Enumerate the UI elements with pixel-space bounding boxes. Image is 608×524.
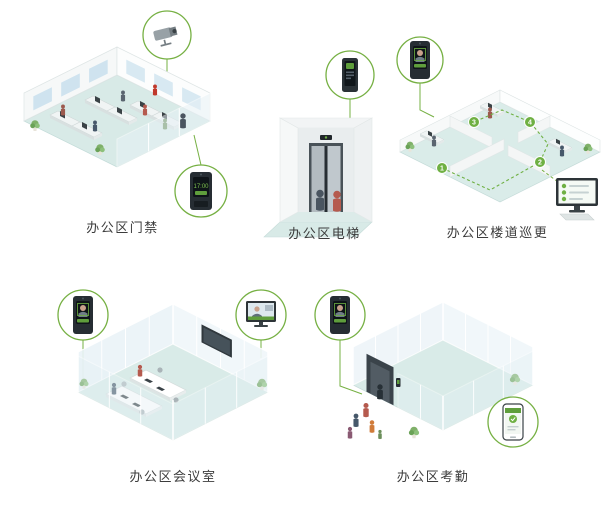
cctv-camera-icon (153, 26, 178, 47)
corner-posts (352, 302, 534, 430)
checkpoint-badge-1: 1 (436, 162, 448, 174)
access-terminal-callout: 17:00 (174, 164, 228, 218)
svg-text:3: 3 (472, 120, 476, 127)
connector-line (339, 340, 363, 395)
meeting-room (77, 303, 269, 441)
patrol-route: 1 2 3 4 (436, 109, 549, 191)
video-screen-callout (235, 289, 287, 341)
glass-partition (116, 92, 211, 168)
patrol-floorplan: 1 2 3 4 (399, 89, 601, 203)
scene-office-access: 17:00 办公区门禁 (5, 5, 240, 245)
face-terminal-icon (409, 40, 431, 80)
connector-line (193, 134, 202, 166)
plant (408, 426, 420, 439)
svg-text:4: 4 (528, 120, 532, 127)
conference-tables (105, 369, 187, 417)
meeting-room-illustration (57, 289, 287, 441)
scene-label-elevator: 办公区电梯 (288, 226, 361, 241)
person-at-door (180, 113, 186, 129)
person-in-doorway (377, 384, 383, 400)
scene-label-access: 办公区门禁 (86, 220, 159, 235)
checkpoint-badge-3: 3 (468, 116, 480, 128)
info-terminal-icon (342, 58, 358, 92)
corner-posts (77, 304, 269, 440)
attendance-phone-callout (487, 396, 539, 448)
connector-line (541, 169, 559, 183)
checkpoint-badge-2: 2 (534, 156, 546, 168)
meeting-terminal-callout (57, 289, 109, 341)
elevator-structure (263, 117, 374, 238)
office-access-illustration: 17:00 (23, 10, 228, 218)
chairs (121, 367, 179, 415)
scene-label-meeting: 办公区会议室 (129, 469, 217, 484)
scene-label-attendance: 办公区考勤 (396, 469, 470, 484)
video-call-screen-icon (246, 301, 276, 327)
office-patrol-illustration: 1 2 3 4 (396, 36, 601, 221)
office-floorplan (23, 46, 211, 168)
attendance-terminal-callout (314, 289, 366, 341)
scene-office-elevator: 办公区电梯 (262, 40, 387, 245)
patrol-terminal-callout (396, 36, 444, 84)
face-terminal-icon (72, 295, 94, 335)
terminal-time: 17:00 (193, 184, 209, 190)
connector-line (419, 83, 435, 118)
cctv-camera-callout (142, 10, 192, 60)
scene-label-patrol: 办公区楼道巡更 (446, 225, 549, 240)
elevator-terminal-callout (325, 50, 375, 100)
patrol-monitor-icon (556, 178, 598, 221)
attendance-room (347, 301, 534, 440)
attendance-phone-icon (502, 403, 524, 441)
office-elevator-illustration (263, 50, 375, 238)
face-terminal-icon (329, 295, 351, 335)
attendance-queue (347, 402, 382, 440)
scene-meeting-room: 办公区会议室 (48, 282, 298, 484)
glass-wall-back-right (172, 303, 269, 393)
checkpoint-badge-4: 4 (524, 116, 536, 128)
svg-text:2: 2 (538, 160, 542, 167)
face-terminal-icon: 17:00 (190, 172, 212, 210)
scene-office-patrol: 1 2 3 4 办 (390, 22, 605, 240)
scene-attendance: 办公区考勤 (308, 282, 558, 484)
entry-door (366, 353, 401, 406)
svg-text:1: 1 (440, 166, 444, 173)
attendance-illustration (314, 289, 539, 448)
interior-walls (449, 115, 551, 178)
